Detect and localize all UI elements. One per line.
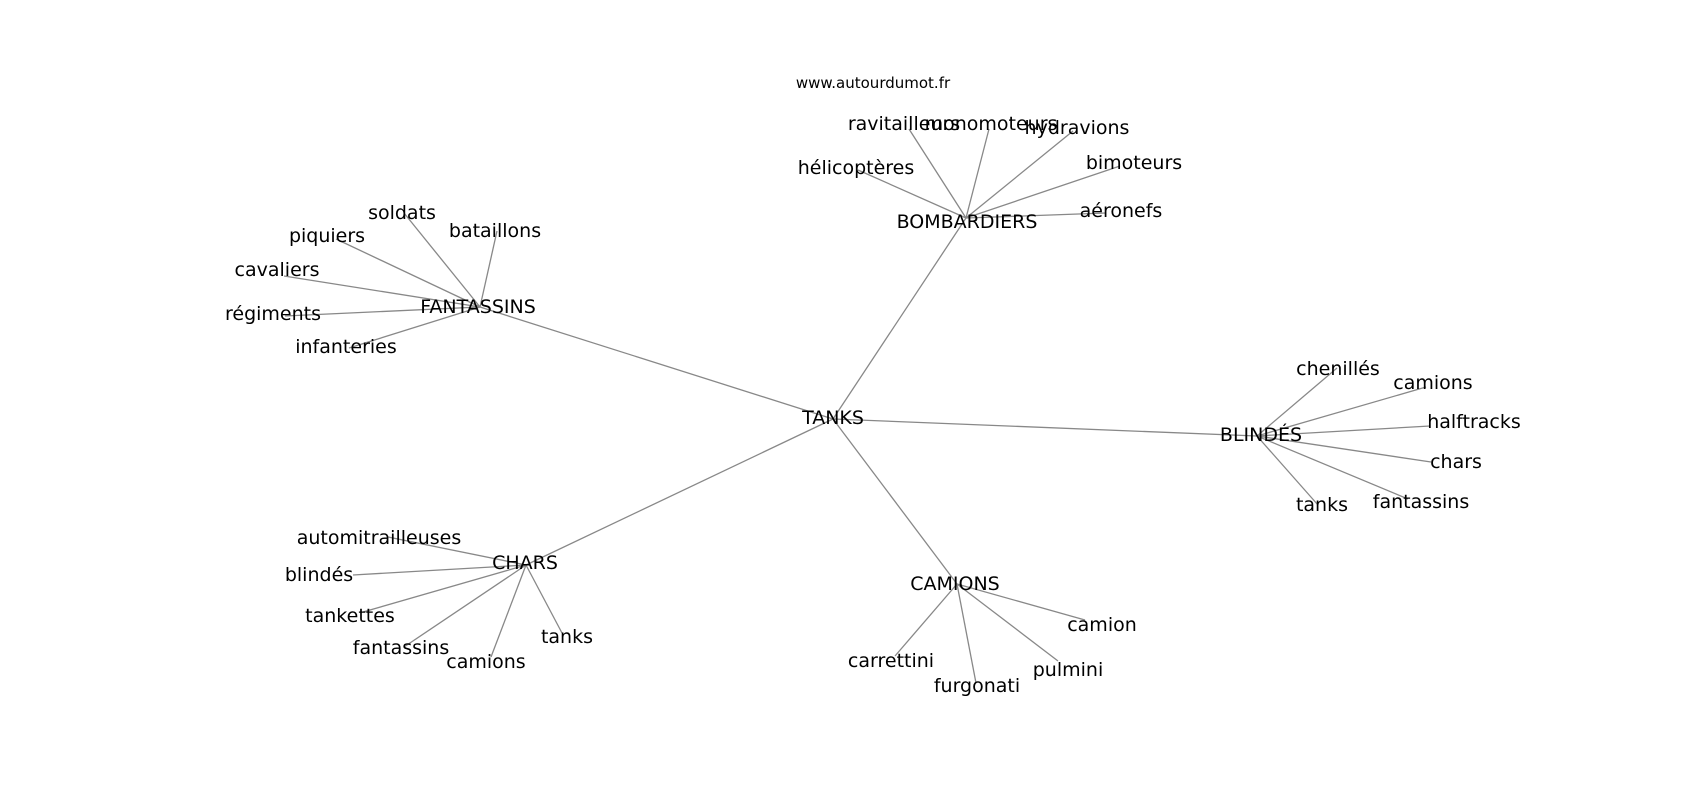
leaf-node-chars-fantassins: fantassins <box>353 637 449 659</box>
leaf-node-camions-pulmini: pulmini <box>1033 659 1104 681</box>
edge-chars-fantassins <box>403 564 527 648</box>
leaf-node-bombardiers-ravitailleurs: ravitailleurs <box>848 113 960 135</box>
edge-camions-carrettini <box>894 583 958 657</box>
edge-fantassins-cavaliers <box>283 275 481 308</box>
leaf-node-chars-automitrailleuses: automitrailleuses <box>297 527 462 549</box>
edge-blindes-halftracks <box>1256 425 1431 437</box>
edge-root-bombardiers <box>832 217 967 420</box>
edge-fantassins-soldats <box>403 212 481 308</box>
leaf-node-camions-camion: camion <box>1067 614 1137 636</box>
leaf-node-blindes-chars: chars <box>1430 451 1482 473</box>
leaf-node-camions-furgonati: furgonati <box>934 675 1020 697</box>
leaf-node-fantassins-cavaliers: cavaliers <box>235 259 320 281</box>
leaf-node-chars-blindes: blindés <box>285 564 353 586</box>
source-caption: www.autourdumot.fr <box>796 74 951 92</box>
edge-chars-automitrailleuses <box>387 536 527 566</box>
leaf-node-blindes-fantassins: fantassins <box>1373 491 1469 513</box>
leaf-node-blindes-chenilles: chenillés <box>1296 358 1380 380</box>
edge-fantassins-bataillons <box>479 230 498 308</box>
leaf-node-fantassins-infanteries: infanteries <box>295 336 397 358</box>
edge-bombardiers-bimoteurs <box>965 165 1121 219</box>
leaf-node-blindes-halftracks: halftracks <box>1427 411 1521 433</box>
hub-node-blindes: BLINDÉS <box>1220 423 1302 446</box>
root-node-label: TANKS <box>801 407 864 429</box>
leaf-node-bombardiers-helicopteres: hélicoptères <box>798 157 915 179</box>
edge-bombardiers-monomoteurs <box>965 128 990 219</box>
leaf-node-fantassins-piquiers: piquiers <box>289 225 365 247</box>
leaf-node-bombardiers-aeronefs: aéronefs <box>1080 200 1163 222</box>
leaf-node-camions-carrettini: carrettini <box>848 650 934 672</box>
edge-blindes-chenilles <box>1256 367 1338 437</box>
edge-bombardiers-aeronefs <box>965 212 1107 219</box>
edge-fantassins-infanteries <box>348 306 481 349</box>
edge-blindes-chars <box>1256 435 1432 463</box>
edge-camions-pulmini <box>956 583 1059 662</box>
hub-node-camions: CAMIONS <box>910 573 1000 595</box>
edge-fantassins-piquiers <box>335 238 481 308</box>
edge-root-camions <box>832 418 958 585</box>
hub-node-fantassins: FANTASSINS <box>420 296 536 318</box>
edge-blindes-tanks <box>1256 435 1319 506</box>
edge-fantassins-regiments <box>284 306 481 317</box>
edge-bombardiers-helicopteres <box>857 169 967 219</box>
edge-root-blindes <box>832 418 1258 437</box>
edge-chars-camions <box>490 564 527 658</box>
leaf-node-chars-tanks: tanks <box>541 626 593 648</box>
edge-root-fantassins <box>479 306 834 420</box>
leaf-node-blindes-tanks: tanks <box>1296 494 1348 516</box>
leaf-node-bombardiers-hydravions: hydravions <box>1025 117 1130 139</box>
edge-bombardiers-hydravions <box>965 130 1074 219</box>
edge-camions-camion <box>956 583 1086 621</box>
leaf-node-blindes-camions: camions <box>1393 372 1472 394</box>
edge-bombardiers-ravitailleurs <box>908 128 967 219</box>
edge-chars-tanks <box>525 564 563 634</box>
edge-chars-tankettes <box>362 564 527 613</box>
hub-node-bombardiers: BOMBARDIERS <box>897 211 1038 233</box>
leaf-node-chars-tankettes: tankettes <box>305 605 395 627</box>
leaf-node-bombardiers-bimoteurs: bimoteurs <box>1086 152 1182 174</box>
leaf-node-fantassins-bataillons: bataillons <box>449 220 541 242</box>
edge-blindes-fantassins <box>1256 435 1409 500</box>
edge-blindes-camions <box>1256 386 1427 437</box>
leaf-node-bombardiers-monomoteurs: monomoteurs <box>925 113 1058 135</box>
leaf-node-chars-camions: camions <box>446 651 525 673</box>
edge-root-chars <box>525 418 834 566</box>
edge-camions-furgonati <box>956 583 977 684</box>
leaf-node-fantassins-soldats: soldats <box>368 202 436 224</box>
edge-chars-blindes <box>352 564 527 576</box>
leaf-node-fantassins-regiments: régiments <box>225 303 321 325</box>
hub-node-chars: CHARS <box>492 552 558 574</box>
